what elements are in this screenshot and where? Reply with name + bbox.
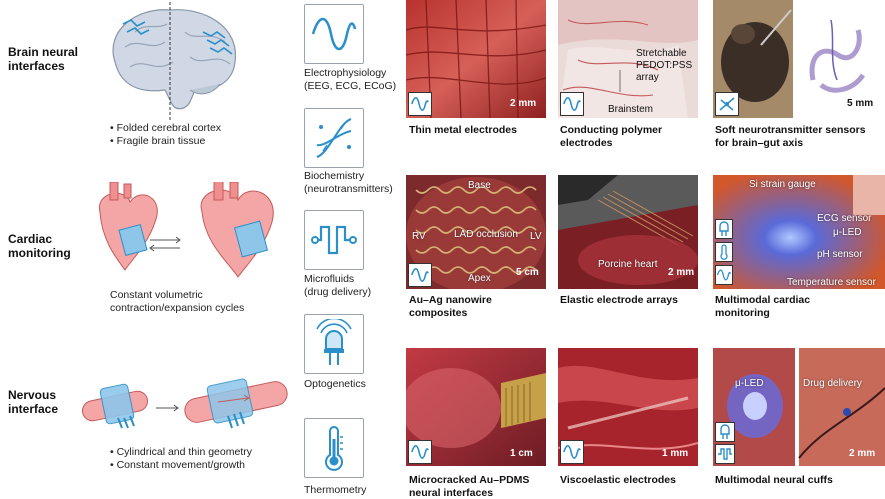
photo-elastic-electrode-arrays: Porcine heart 2 mm bbox=[558, 175, 698, 289]
nerve-illustration bbox=[78, 368, 293, 443]
caption-panel-1: Thin metal electrodes bbox=[409, 124, 517, 136]
modality-optogenetics-box bbox=[304, 314, 364, 374]
panel-5-label-porcine: Porcine heart bbox=[598, 259, 658, 270]
photo-neurotransmitter-sensors: 5 mm bbox=[713, 0, 885, 118]
brain-notes: • Folded cerebral cortex• Fragile brain … bbox=[110, 122, 222, 147]
panel-2-wave-icon bbox=[560, 92, 584, 116]
panel-7-scale: 1 cm bbox=[510, 448, 533, 459]
modality-electrophysiology-label: Electrophysiology(EEG, ECG, ECoG) bbox=[304, 67, 397, 92]
panel-6-label-led: μ-LED bbox=[833, 227, 862, 238]
panel-3-molecule-icon bbox=[715, 92, 739, 116]
panel-9-scale: 2 mm bbox=[849, 448, 876, 459]
waveform-icon bbox=[311, 17, 357, 51]
photo-au-ag-nanowire: Base RV LAD occlusion LV Apex 5 cm bbox=[406, 175, 546, 289]
panel-6-label-ph: pH sensor bbox=[817, 249, 863, 260]
modality-biochemistry-box bbox=[304, 108, 364, 168]
panel-8-wave-icon bbox=[560, 440, 584, 464]
panel-4-label-rv: RV bbox=[412, 231, 426, 242]
nervous-notes: • Cylindrical and thin geometry• Constan… bbox=[110, 446, 252, 471]
led-icon bbox=[316, 319, 352, 365]
modality-electrophysiology-box bbox=[304, 4, 364, 64]
panel-6-led-icon bbox=[715, 219, 733, 239]
caption-panel-9: Multimodal neural cuffs bbox=[715, 474, 833, 486]
panel-7-wave-icon bbox=[408, 440, 432, 464]
panel-4-label-apex: Apex bbox=[468, 273, 491, 284]
panel-9-led-icon bbox=[715, 422, 735, 442]
panel-1-scale: 2 mm bbox=[510, 98, 537, 109]
photo-multimodal-cardiac: Si strain gauge ECG sensor μ-LED pH sens… bbox=[713, 175, 885, 289]
panel-2-label-pedot: PEDOT:PSS bbox=[636, 60, 693, 71]
panel-6-wave-icon bbox=[715, 265, 733, 285]
photo-conducting-polymer: Stretchable PEDOT:PSS array Brainstem bbox=[558, 0, 698, 118]
panel-6-label-temp: Temperature sensor bbox=[787, 277, 876, 288]
panel-6-label-strain: Si strain gauge bbox=[749, 179, 816, 190]
panel-3-scale: 5 mm bbox=[847, 98, 874, 109]
panel-5-scale: 2 mm bbox=[668, 267, 695, 278]
panel-9-label-drug: Drug delivery bbox=[803, 378, 862, 389]
modality-thermometry-box bbox=[304, 418, 364, 478]
panel-2-label-brainstem: Brainstem bbox=[608, 104, 654, 115]
panel-6-thermometer-icon bbox=[715, 242, 733, 262]
caption-panel-8: Viscoelastic electrodes bbox=[560, 474, 676, 486]
heart-illustration bbox=[80, 179, 280, 287]
thermometer-icon bbox=[325, 426, 343, 471]
modality-microfluids-label: Microfluids(drug delivery) bbox=[304, 273, 372, 298]
panel-8-scale: 1 mm bbox=[662, 448, 689, 459]
panel-4-label-lad: LAD occlusion bbox=[454, 229, 518, 240]
dna-icon bbox=[316, 118, 352, 158]
modality-biochemistry-label: Biochemistry(neurotransmitters) bbox=[304, 170, 393, 195]
panel-6-label-ecg: ECG sensor bbox=[817, 213, 872, 224]
photo-multimodal-neural-cuffs: μ-LED Drug delivery 2 mm bbox=[713, 348, 885, 466]
caption-panel-5: Elastic electrode arrays bbox=[560, 294, 678, 306]
panel-2-label-array: array bbox=[636, 72, 659, 83]
panel-4-label-lv: LV bbox=[530, 231, 542, 242]
panel-9-channel-icon bbox=[715, 444, 735, 464]
modality-thermometry-label: Thermometry bbox=[304, 484, 367, 496]
panel-4-wave-icon bbox=[408, 263, 432, 287]
panel-1-wave-icon bbox=[408, 92, 432, 116]
panel-9-label-led: μ-LED bbox=[735, 378, 764, 389]
photo-thin-metal-electrodes: 2 mm bbox=[406, 0, 546, 118]
microfluidic-channel-icon bbox=[311, 225, 357, 255]
photo-microcracked-au-pdms: 1 cm bbox=[406, 348, 546, 466]
panel-4-label-base: Base bbox=[468, 180, 491, 191]
modality-optogenetics-label: Optogenetics bbox=[304, 378, 366, 390]
panel-2-label-stretchable: Stretchable bbox=[636, 48, 687, 59]
modality-microfluids-box bbox=[304, 210, 364, 270]
panel-4-scale: 5 cm bbox=[516, 267, 539, 278]
brain-illustration bbox=[95, 2, 245, 125]
photo-viscoelastic-electrodes: 1 mm bbox=[558, 348, 698, 466]
